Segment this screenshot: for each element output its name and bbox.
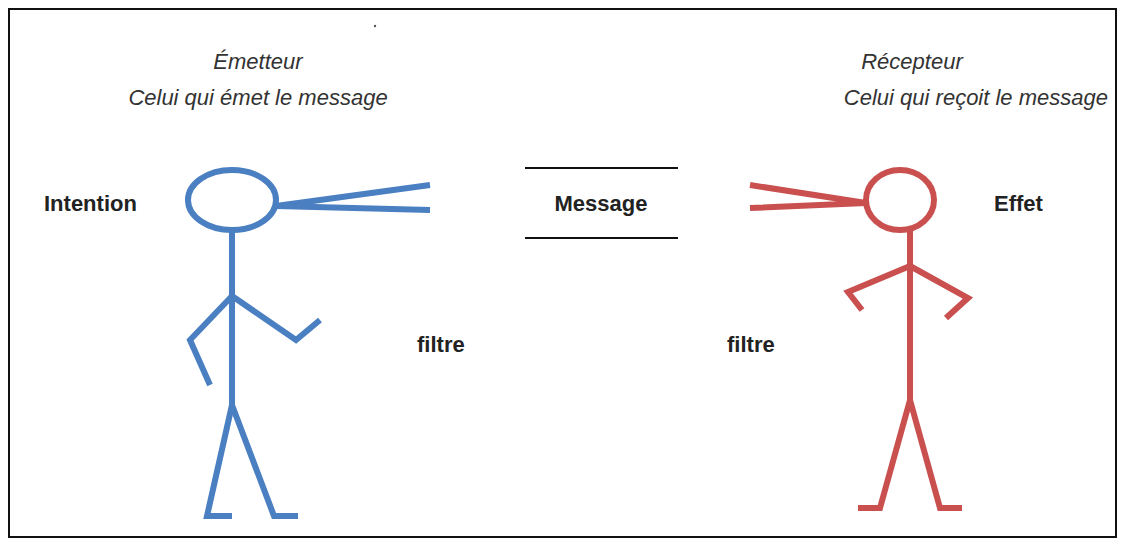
- sender-heading: Émetteur: [213, 49, 302, 74]
- sender-description: Celui qui émet le message: [128, 85, 387, 110]
- frame: [9, 9, 1116, 537]
- sender-figure: [188, 170, 430, 516]
- message-label: Message: [555, 191, 648, 216]
- receiver-description: Celui qui reçoit le message: [844, 85, 1108, 110]
- effect-label: Effet: [994, 191, 1043, 216]
- receiver-heading: Récepteur: [861, 49, 963, 74]
- filter-label: filtre: [727, 332, 775, 357]
- intention-label: Intention: [44, 191, 137, 216]
- message-rules: [525, 168, 678, 238]
- filter-label: filtre: [417, 332, 465, 357]
- receiver-figure: [750, 170, 968, 508]
- speck: [374, 25, 376, 27]
